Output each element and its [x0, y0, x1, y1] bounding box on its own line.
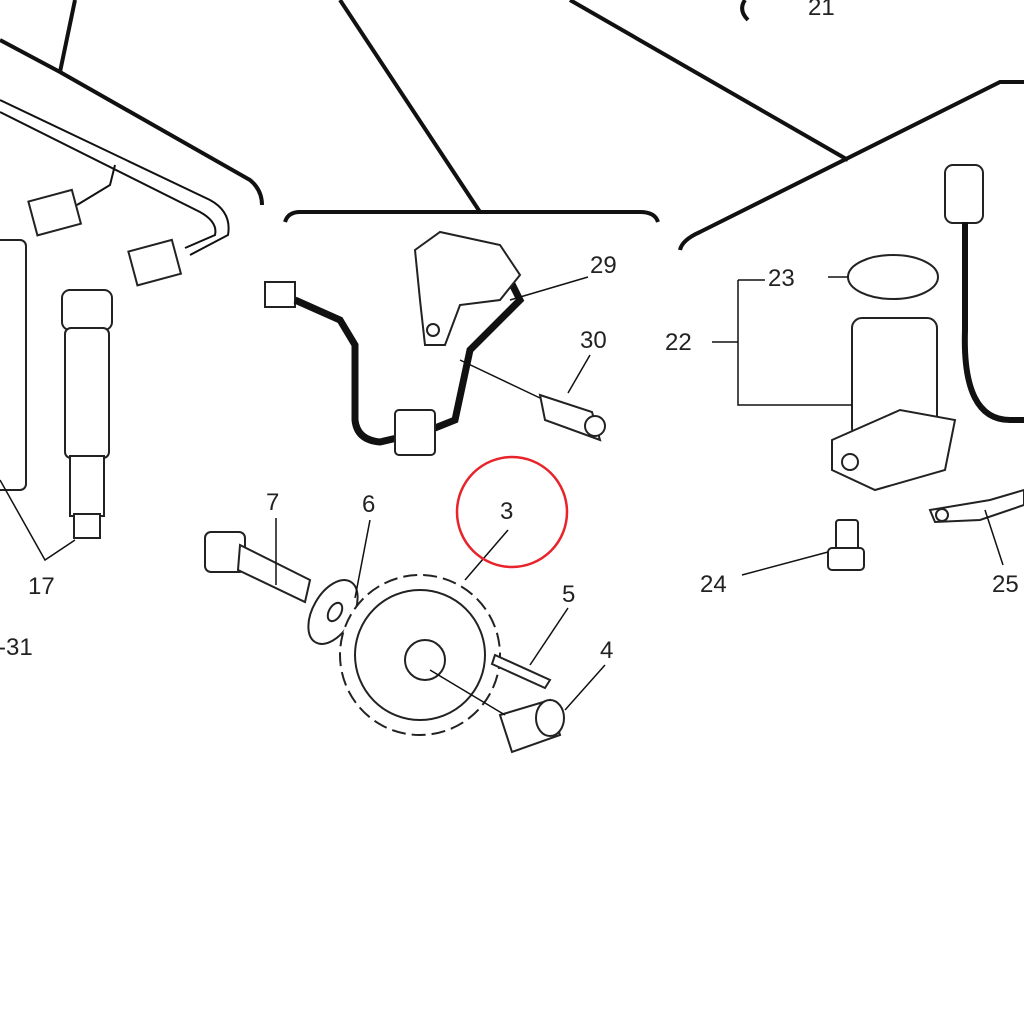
label-29: 29 [590, 252, 617, 279]
label-31: -31 [0, 634, 33, 661]
sprocket-assembly [204, 518, 606, 754]
label-6: 6 [362, 491, 375, 518]
label-4: 4 [600, 637, 613, 664]
label-25: 25 [992, 571, 1019, 598]
label-5: 5 [562, 581, 575, 608]
label-3: 3 [500, 498, 513, 525]
label-21: 21 [808, 0, 835, 21]
group-leaders [0, 0, 1024, 251]
highlight-circle [455, 455, 569, 569]
label-22: 22 [665, 329, 692, 356]
label-17: 17 [28, 573, 55, 600]
label-7: 7 [266, 489, 279, 516]
label-30: 30 [580, 327, 607, 354]
sensor-assembly [264, 230, 606, 456]
pump-assembly [712, 164, 1024, 576]
label-23: 23 [768, 265, 795, 292]
ignition-coil-assembly [0, 99, 230, 562]
label-24: 24 [700, 571, 727, 598]
